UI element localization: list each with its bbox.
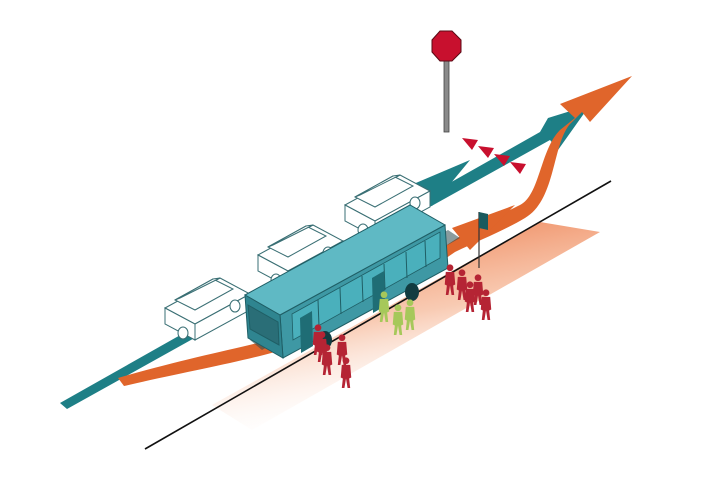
pedestrian-icon: [340, 357, 352, 388]
triangle-icon: [494, 154, 510, 166]
pedestrian-icon: [464, 281, 476, 312]
pedestrian-icon: [480, 289, 492, 320]
pedestrian-icon: [378, 291, 390, 322]
pedestrian-icon: [456, 269, 468, 300]
flag-icon: [479, 212, 488, 230]
stop-sign: [431, 30, 462, 133]
pedestrian-icon: [444, 264, 456, 295]
octagon-sign-icon: [431, 30, 462, 62]
pedestrian-icon: [316, 331, 328, 362]
triangle-icon: [478, 146, 494, 158]
sidewalk: [212, 222, 600, 430]
pedestrian-icon: [404, 299, 416, 330]
stop-sign-pole: [443, 57, 450, 133]
triangle-icon: [510, 162, 526, 174]
car-outline-icon: [163, 277, 252, 341]
bus-door-front: [300, 311, 313, 353]
pedestrians: [312, 264, 492, 388]
bus-wheel-rear: [405, 283, 419, 301]
bus-stop-flag: [478, 212, 488, 268]
pedestrian-icon: [392, 304, 404, 335]
triangle-icon: [462, 138, 478, 150]
pedestrian-icon: [472, 274, 484, 305]
yield-markers: [462, 138, 526, 174]
bus: [243, 204, 460, 359]
curb-line: [144, 180, 612, 450]
